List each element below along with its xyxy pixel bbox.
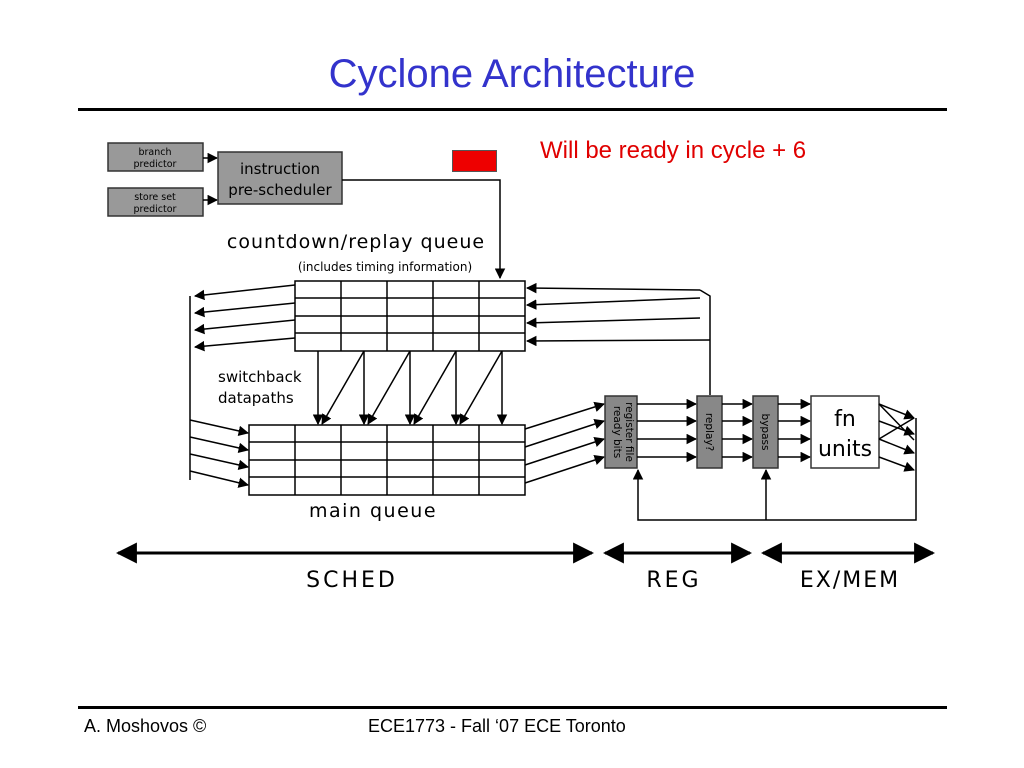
footer-author: A. Moshovos ©: [84, 716, 207, 736]
main-queue-grid: [248, 424, 526, 496]
bypass-to-fn-arrows: [778, 398, 812, 463]
replay-queue-label: countdown/replay queue: [227, 231, 485, 253]
replay-queue-sublabel: (includes timing information): [298, 260, 472, 274]
main-queue-to-reg-arrows: [524, 401, 606, 484]
title-rule: [78, 108, 947, 111]
fn-units-box: fn units: [810, 395, 880, 469]
register-file-label-1: register file: [623, 402, 635, 462]
switchback-label-2: datapaths: [218, 389, 294, 407]
replay-queue-left-arrows: [193, 284, 296, 352]
pre-scheduler-box: instruction pre-scheduler: [217, 151, 343, 205]
switchback-arrows: [312, 350, 508, 426]
replay-to-bypass-arrows: [722, 398, 754, 463]
pre-scheduler-label-1: instruction: [240, 160, 320, 178]
cycle-note: Will be ready in cycle + 6: [540, 137, 807, 164]
stage-label-sched: SCHED: [306, 568, 398, 593]
replay-queue-grid: [294, 280, 526, 352]
footer-course: ECE1773 - Fall ‘07 ECE Toronto: [368, 716, 626, 736]
feedback-loop: [632, 418, 917, 521]
fn-output-arrows: [878, 403, 915, 472]
stage-label-reg: REG: [646, 568, 701, 593]
replay-queue-right-arrows: [525, 282, 711, 395]
left-loop-lines: [189, 296, 250, 488]
reg-to-replay-arrows: [637, 398, 698, 463]
replay-box: replay?: [696, 395, 723, 469]
store-set-predictor-label-2: predictor: [134, 204, 177, 215]
replay-label: replay?: [703, 413, 715, 451]
pre-scheduler-label-2: pre-scheduler: [228, 181, 332, 199]
main-queue-label: main queue: [309, 500, 437, 522]
switchback-label-1: switchback: [218, 368, 302, 386]
fn-units-label-1: fn: [834, 407, 856, 432]
fn-units-label-2: units: [818, 437, 872, 462]
pre-scheduler-to-queue-arrow: [342, 179, 506, 280]
branch-predictor-box: branch predictor: [107, 142, 204, 172]
branch-predictor-label-2: predictor: [134, 159, 177, 170]
register-file-box: register file ready bits: [604, 395, 638, 469]
footer-rule: [78, 706, 947, 709]
bypass-box: bypass: [752, 395, 779, 469]
slide-title: Cyclone Architecture: [328, 52, 696, 96]
highlight-marker: [452, 150, 497, 172]
bypass-label: bypass: [759, 414, 771, 451]
store-set-predictor-label-1: store set: [134, 192, 176, 203]
register-file-label-2: ready bits: [611, 406, 623, 458]
branch-predictor-label-1: branch: [138, 147, 171, 158]
stage-label-exmem: EX/MEM: [800, 568, 900, 593]
store-set-predictor-box: store set predictor: [107, 187, 204, 217]
